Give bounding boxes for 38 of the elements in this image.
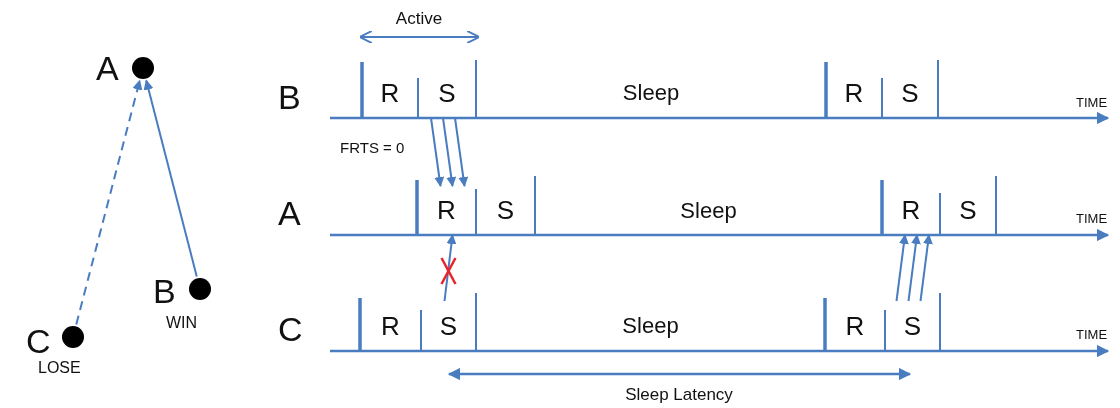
time-slot: S [423,301,474,351]
annotation: FRTS = 0 [340,140,405,155]
time-slot: R [827,301,883,351]
time-slot: R [884,186,938,235]
time-slot: R [419,186,474,235]
time-slot: R [828,68,880,118]
time-slot: Sleep [478,68,824,118]
time-slot: R [362,301,419,351]
node-letter: C [26,324,51,358]
time-slot: Sleep [478,301,823,351]
time-slot: R [364,68,416,118]
arrow [430,117,445,187]
axis-label: TIME [1076,328,1108,341]
axis-label: TIME [1076,212,1108,225]
time-slot: S [887,301,938,351]
node-letter: B [153,274,176,308]
dimension-label: Sleep Latency [625,386,733,403]
arrow [895,234,909,302]
time-slot: S [884,68,936,118]
arrow [907,234,921,302]
node-letter: A [96,51,119,85]
row-label: B [278,80,301,114]
node-caption: WIN [166,315,198,331]
dimension-label: Active [395,10,443,27]
arrow [75,79,143,326]
axis-label: TIME [1076,96,1108,109]
arrow [143,79,198,278]
arrow [442,117,457,187]
row-label: A [278,196,301,230]
arrow [454,117,469,187]
arrow [919,234,933,302]
time-slot: S [942,186,994,235]
time-slot: Sleep [537,186,880,235]
blocked-arrow [443,234,457,302]
time-slot: S [478,186,533,235]
row-label: C [278,312,303,346]
time-slot: S [420,68,474,118]
node-caption: LOSE [38,360,81,376]
